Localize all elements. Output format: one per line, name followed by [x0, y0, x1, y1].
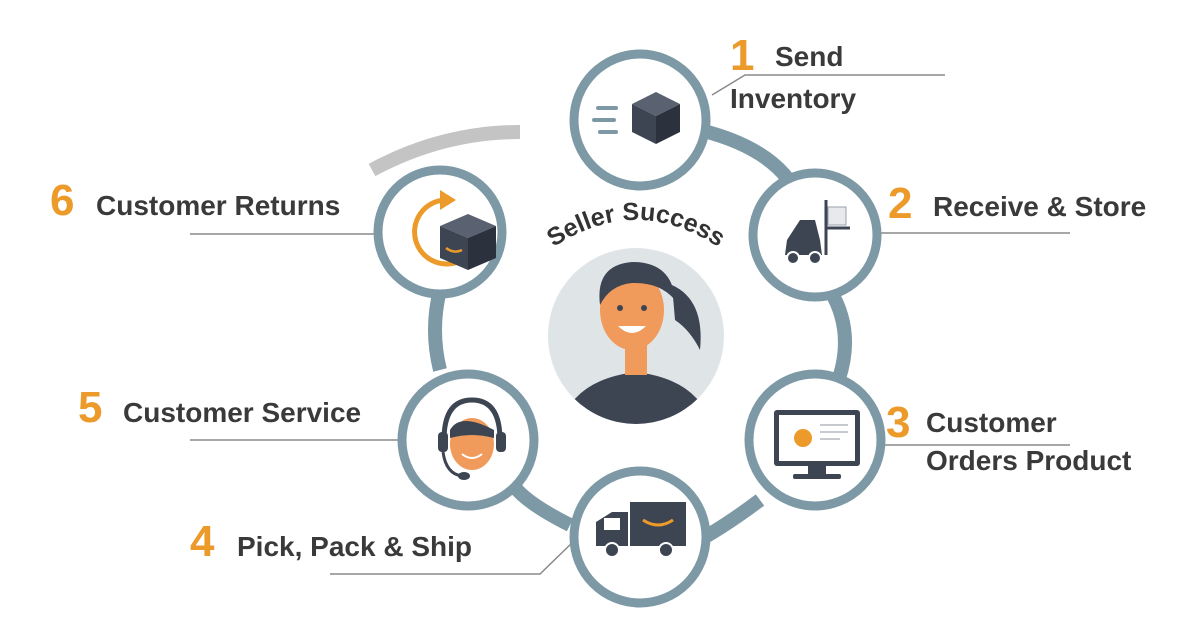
- step-5: 5 Customer Service: [78, 369, 539, 511]
- step-4-number: 4: [190, 517, 215, 566]
- step-1-number: 1: [730, 31, 754, 80]
- step-1: 1 Send Inventory: [569, 31, 856, 191]
- step-3-label-line1: Customer: [926, 407, 1057, 438]
- step-5-label: Customer Service: [123, 397, 361, 428]
- step-4-label: Pick, Pack & Ship: [237, 531, 472, 562]
- step-3-number: 3: [886, 398, 910, 447]
- step-6-number: 6: [50, 176, 74, 225]
- leader-lines: [190, 74, 1070, 575]
- leader-line-4: [330, 539, 576, 575]
- step-4: 4 Pick, Pack & Ship: [190, 466, 711, 608]
- delivery-truck-icon: [596, 502, 686, 558]
- step-1-label-line2: Inventory: [730, 83, 856, 114]
- ring-segment-return: [368, 125, 521, 177]
- monitor-icon: [774, 410, 860, 479]
- box-icon: [592, 92, 680, 144]
- center-title: Seller Success: [542, 198, 730, 253]
- step-2: 2 Receive & Store: [748, 168, 1146, 302]
- forklift-icon: [785, 200, 850, 265]
- step-6-label: Customer Returns: [96, 190, 340, 221]
- ring-segment-5-6: [428, 288, 447, 372]
- step-1-label-line1: Send: [775, 41, 843, 72]
- center-avatar: Seller Success: [542, 198, 730, 424]
- step-3: 3 Customer Orders Product: [744, 369, 1131, 511]
- return-box-icon: [412, 190, 496, 270]
- leader-line-1: [711, 74, 945, 96]
- step-2-label: Receive & Store: [933, 191, 1146, 222]
- step-2-number: 2: [888, 179, 912, 228]
- step-3-label-line2: Orders Product: [926, 445, 1131, 476]
- cycle-ring: [368, 123, 852, 552]
- step-6: 6 Customer Returns: [50, 165, 507, 299]
- step-5-number: 5: [78, 383, 102, 432]
- headset-agent-icon: [438, 397, 506, 480]
